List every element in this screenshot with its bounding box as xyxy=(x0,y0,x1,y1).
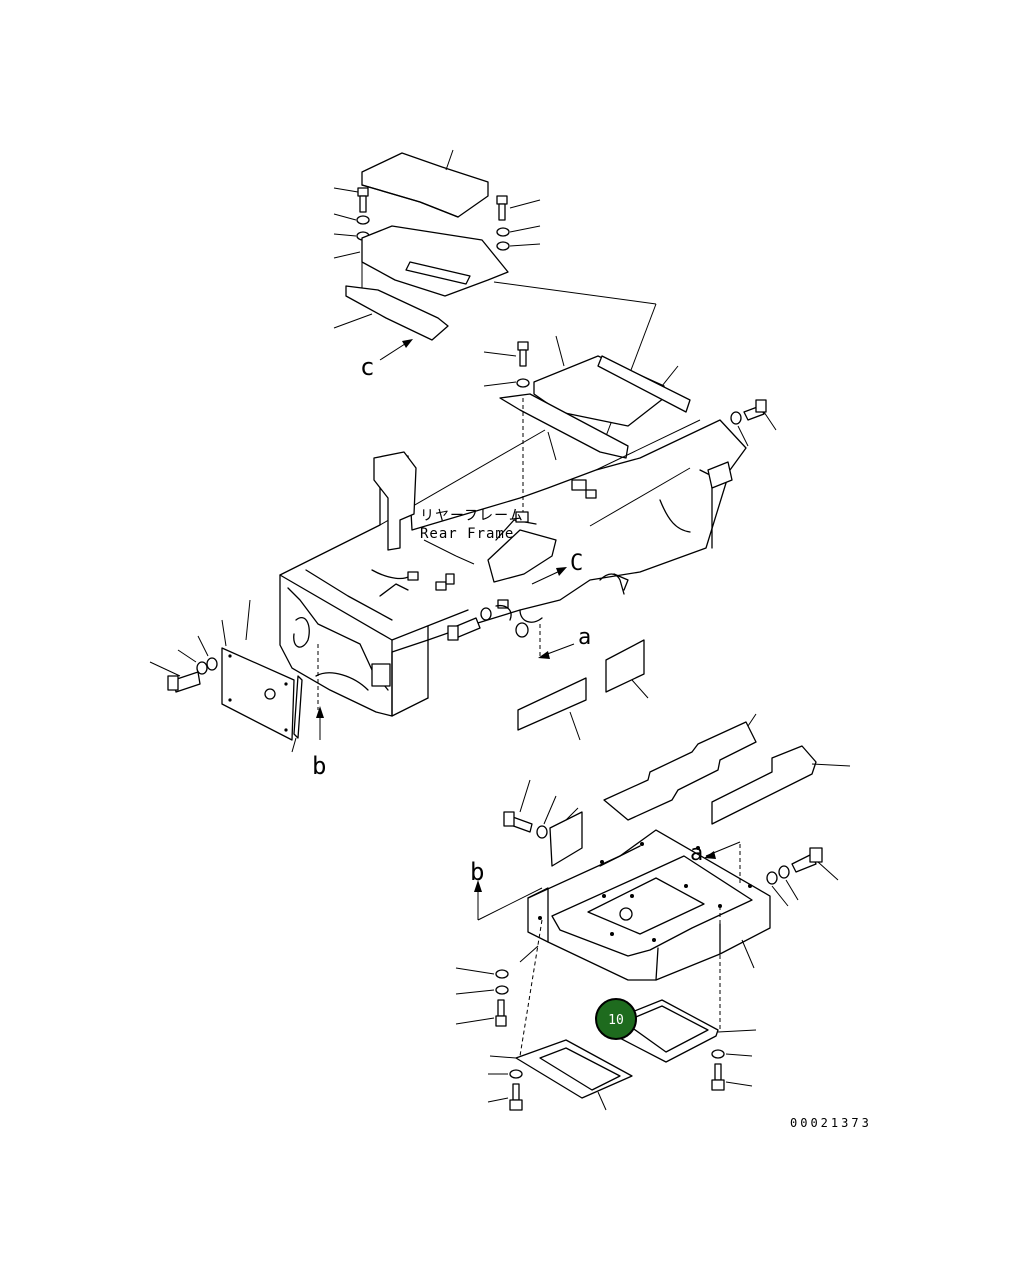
left-side-cover: b xyxy=(149,599,326,780)
view-mark-c-mid: C xyxy=(570,551,583,576)
view-mark-a-mid: a xyxy=(578,625,591,650)
middle-cover-assembly xyxy=(483,335,777,514)
bolt-left-top xyxy=(333,187,369,213)
callout-10-number: 10 xyxy=(608,1013,624,1028)
pads-middle xyxy=(517,639,649,741)
rear-frame: C a リヤーフレーム Rear Frame xyxy=(279,419,747,717)
lower-floor-assembly: a b xyxy=(455,713,851,1111)
view-mark-b-low: b xyxy=(470,858,484,886)
view-mark-c-top: c xyxy=(360,353,374,381)
callout-10[interactable]: 10 xyxy=(595,998,637,1040)
top-cover-assembly: c xyxy=(333,149,657,453)
rear-frame-label-en: Rear Frame xyxy=(420,526,514,542)
view-mark-b-left: b xyxy=(312,752,326,780)
rear-frame-label-jp: リヤーフレーム xyxy=(420,508,524,524)
drawing-number: 00021373 xyxy=(790,1116,872,1130)
view-mark-a-low: a xyxy=(690,841,703,866)
